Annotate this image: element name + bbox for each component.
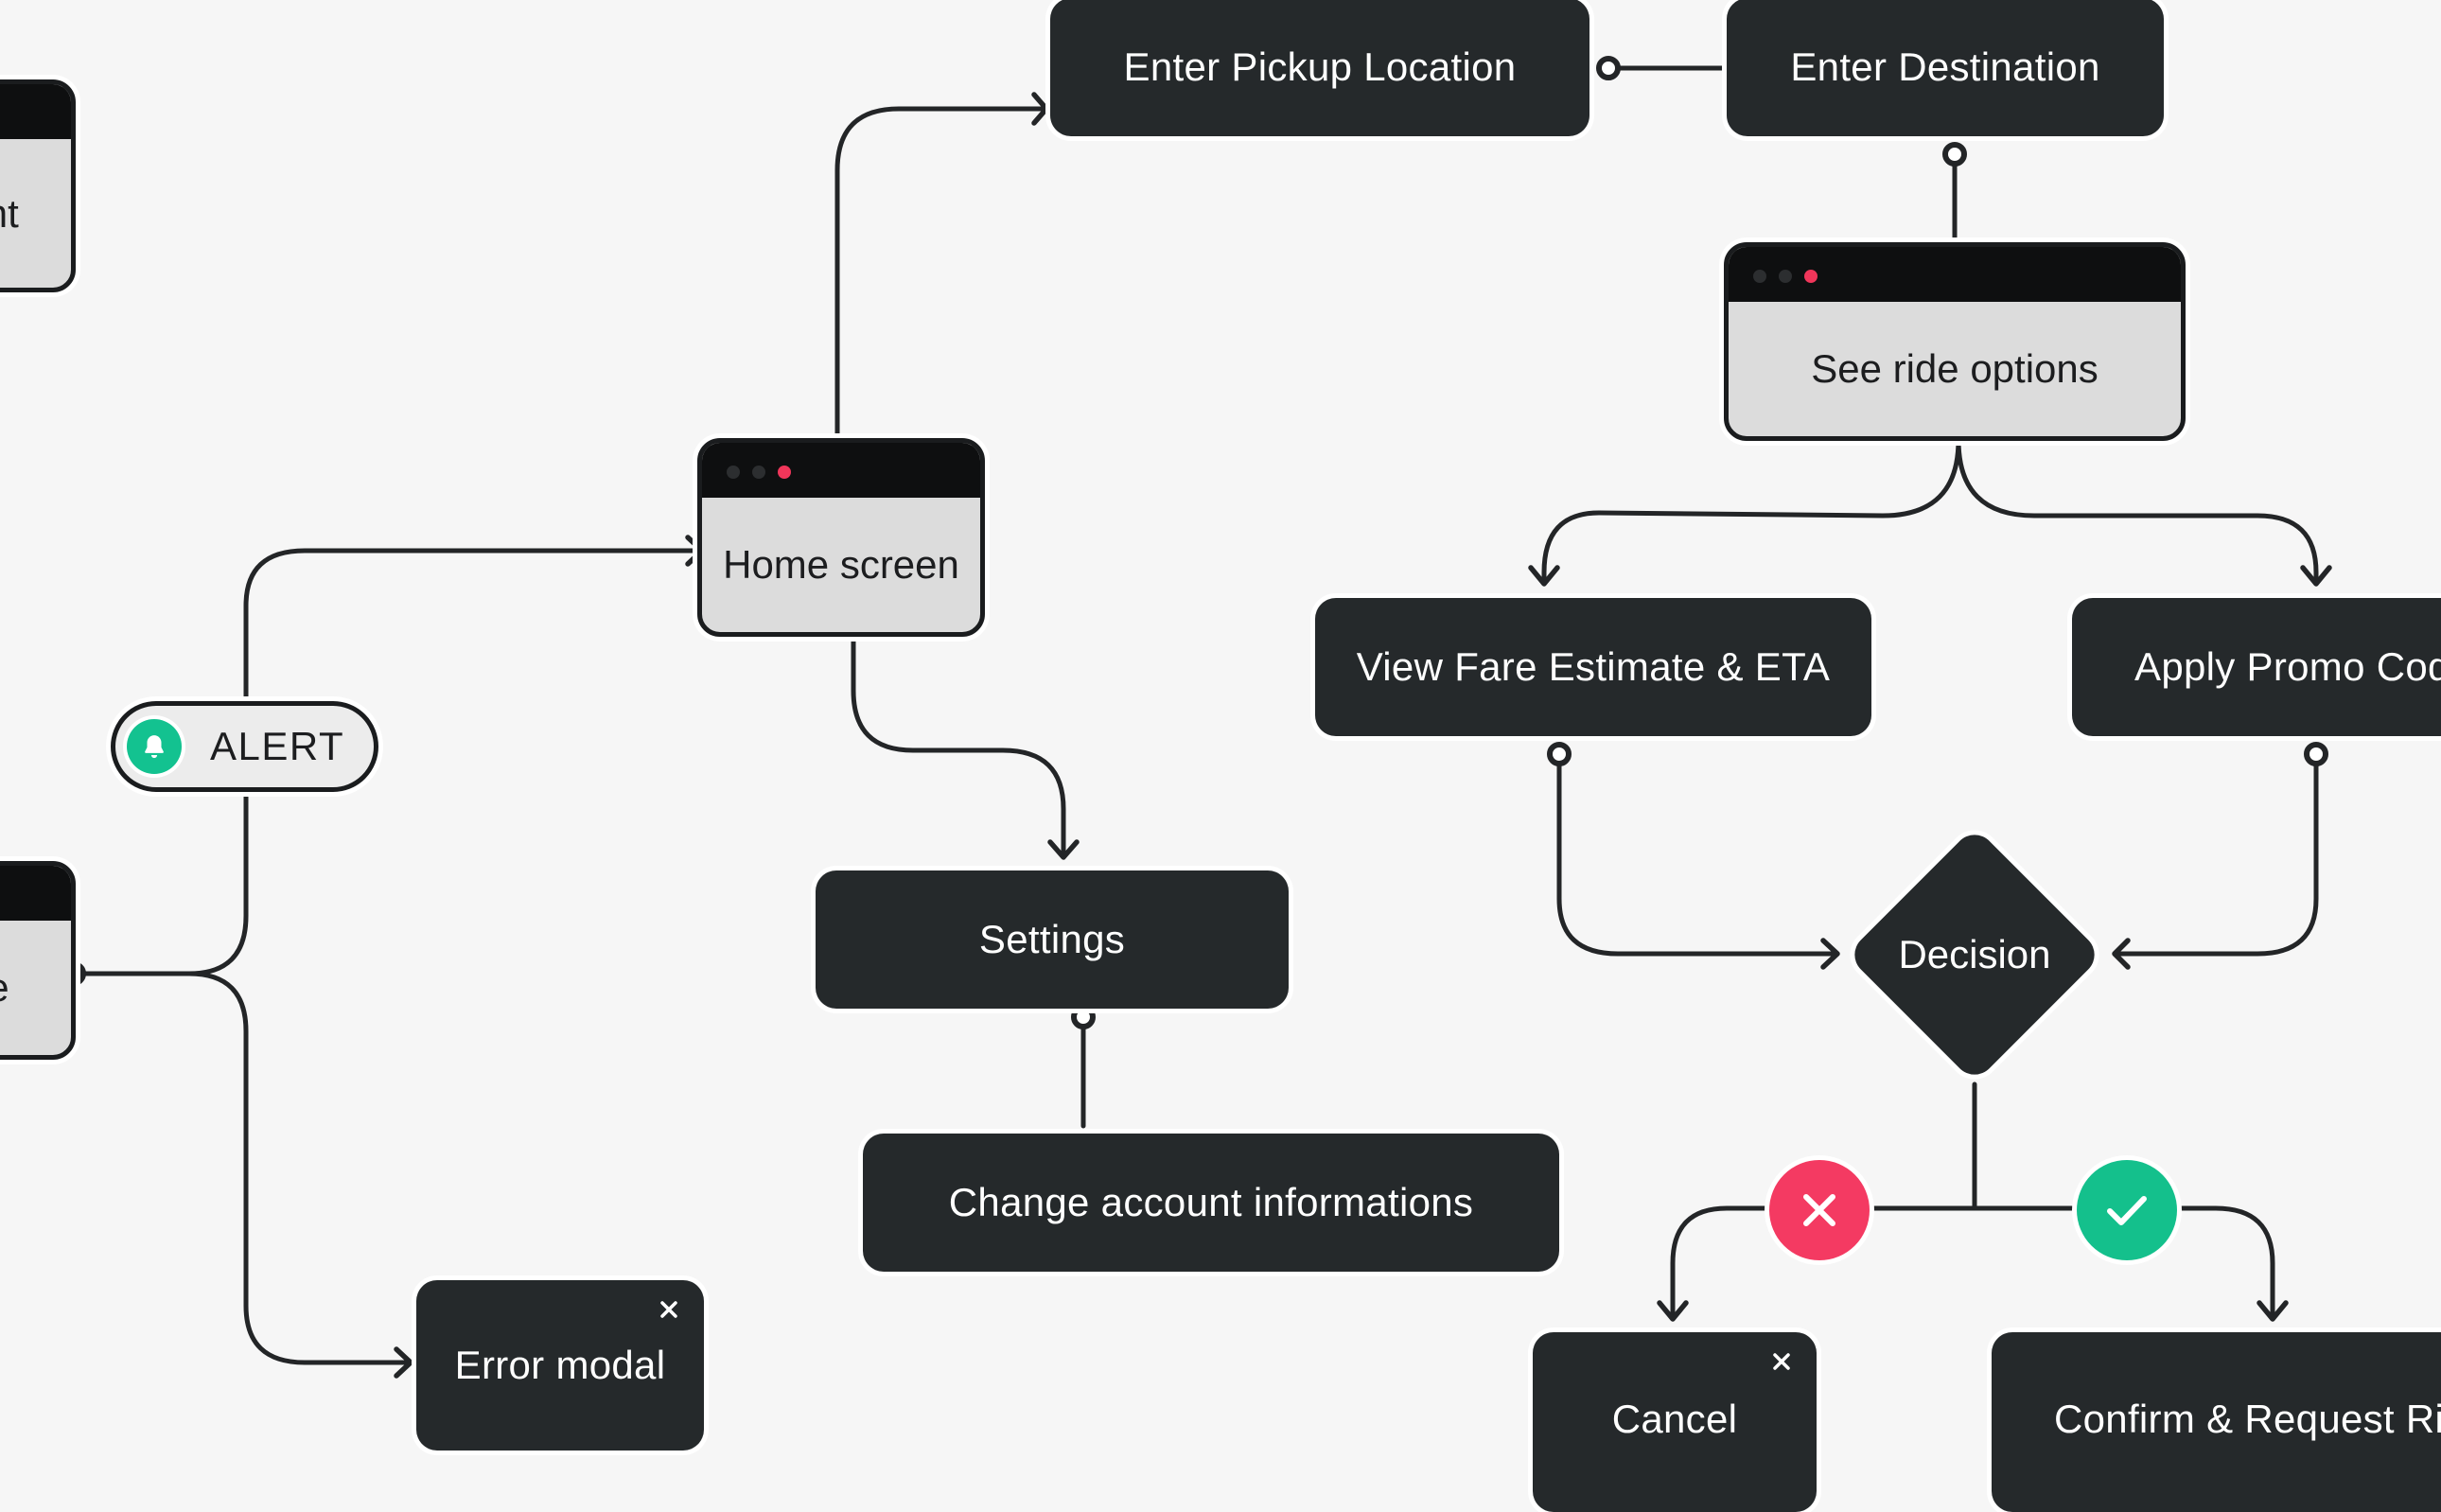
node-enter-destination[interactable]: Enter Destination [1727,0,2164,136]
node-error-modal[interactable]: Error modal [416,1280,704,1450]
window-dot [727,466,740,479]
node-settings[interactable]: Settings [816,870,1289,1009]
arrowhead-decision-left [1820,938,1840,970]
edge-promo-to-decision [2113,751,2319,957]
node-label: Landing page [0,965,9,1011]
port-promo [2304,742,2328,766]
check-icon [2107,1196,2147,1225]
close-icon[interactable] [657,1297,681,1322]
arrowhead-settings [1047,839,1080,860]
edge-ride-options-to-fare [1541,437,1961,582]
node-enter-pickup-location[interactable]: Enter Pickup Location [1050,0,1589,136]
decision-no-badge [1769,1160,1870,1260]
window-dot [1753,270,1766,283]
port-destination [1942,142,1967,167]
edge-decision-to-cancel [1670,1205,1977,1318]
node-label: Home screen [723,542,959,587]
arrowhead-fare [1528,565,1560,587]
node-label: Create account [0,190,19,236]
port-settings [1071,1005,1096,1029]
node-label: Enter Pickup Location [1123,44,1517,89]
window-titlebar [0,84,71,139]
port-pickup [1596,56,1621,80]
node-label: Enter Destination [1790,44,2100,89]
arrowhead-confirm [2257,1300,2289,1322]
node-label: Error modal [454,1343,666,1387]
edge-fare-to-decision [1556,751,1838,957]
node-label: See ride options [1811,346,2099,391]
node-label: Cancel [1611,1397,1738,1441]
edge-page-to-error-modal [186,971,412,1365]
node-label: Decision [1898,932,2051,976]
close-icon[interactable] [1769,1349,1794,1374]
node-label: Settings [978,917,1126,961]
edge-home-to-settings [851,633,1066,854]
arrowhead-error-modal [394,1346,413,1379]
node-home-screen[interactable]: Home screen [697,438,985,637]
edge-ride-options-to-promo [1956,437,2319,582]
arrowhead-pickup [1031,92,1049,126]
alert-label: ALERT [210,724,345,768]
port-fare [1547,742,1572,766]
node-label: Apply Promo Code [2134,644,2441,689]
edge-decision-to-confirm [1972,1205,2275,1318]
decision-yes-badge [2077,1160,2177,1260]
window-dot [752,466,765,479]
edge-home-to-pickup [834,106,1049,448]
partial-window-account[interactable]: Create account [0,79,76,292]
node-decision[interactable]: Decision [1845,825,2104,1084]
node-label: Change account informations [948,1180,1474,1224]
node-cancel[interactable]: Cancel [1533,1332,1817,1512]
node-see-ride-options[interactable]: See ride options [1724,242,2186,441]
node-change-account-informations[interactable]: Change account informations [863,1134,1559,1272]
node-label: View Fare Estimate & ETA [1356,644,1831,689]
arrowhead-decision-right [2112,938,2131,970]
window-dot-red [778,466,791,479]
window-dot [1779,270,1792,283]
bell-icon [127,719,182,774]
window-titlebar [1729,247,2181,302]
window-titlebar [0,866,71,921]
alert-indicator[interactable]: ALERT [111,701,378,792]
node-label: Confirm & Request Ride [2054,1397,2441,1441]
window-dot-red [1804,270,1818,283]
partial-window-page[interactable]: Landing page [0,861,76,1060]
node-confirm-request-ride[interactable]: Confirm & Request Ride [1992,1332,2441,1512]
x-icon [1803,1194,1835,1226]
arrowhead-cancel [1657,1300,1689,1322]
node-view-fare-estimate[interactable]: View Fare Estimate & ETA [1315,598,1871,736]
window-titlebar [702,443,980,498]
arrowhead-promo [2300,565,2332,587]
node-apply-promo-code[interactable]: Apply Promo Code [2072,598,2441,736]
